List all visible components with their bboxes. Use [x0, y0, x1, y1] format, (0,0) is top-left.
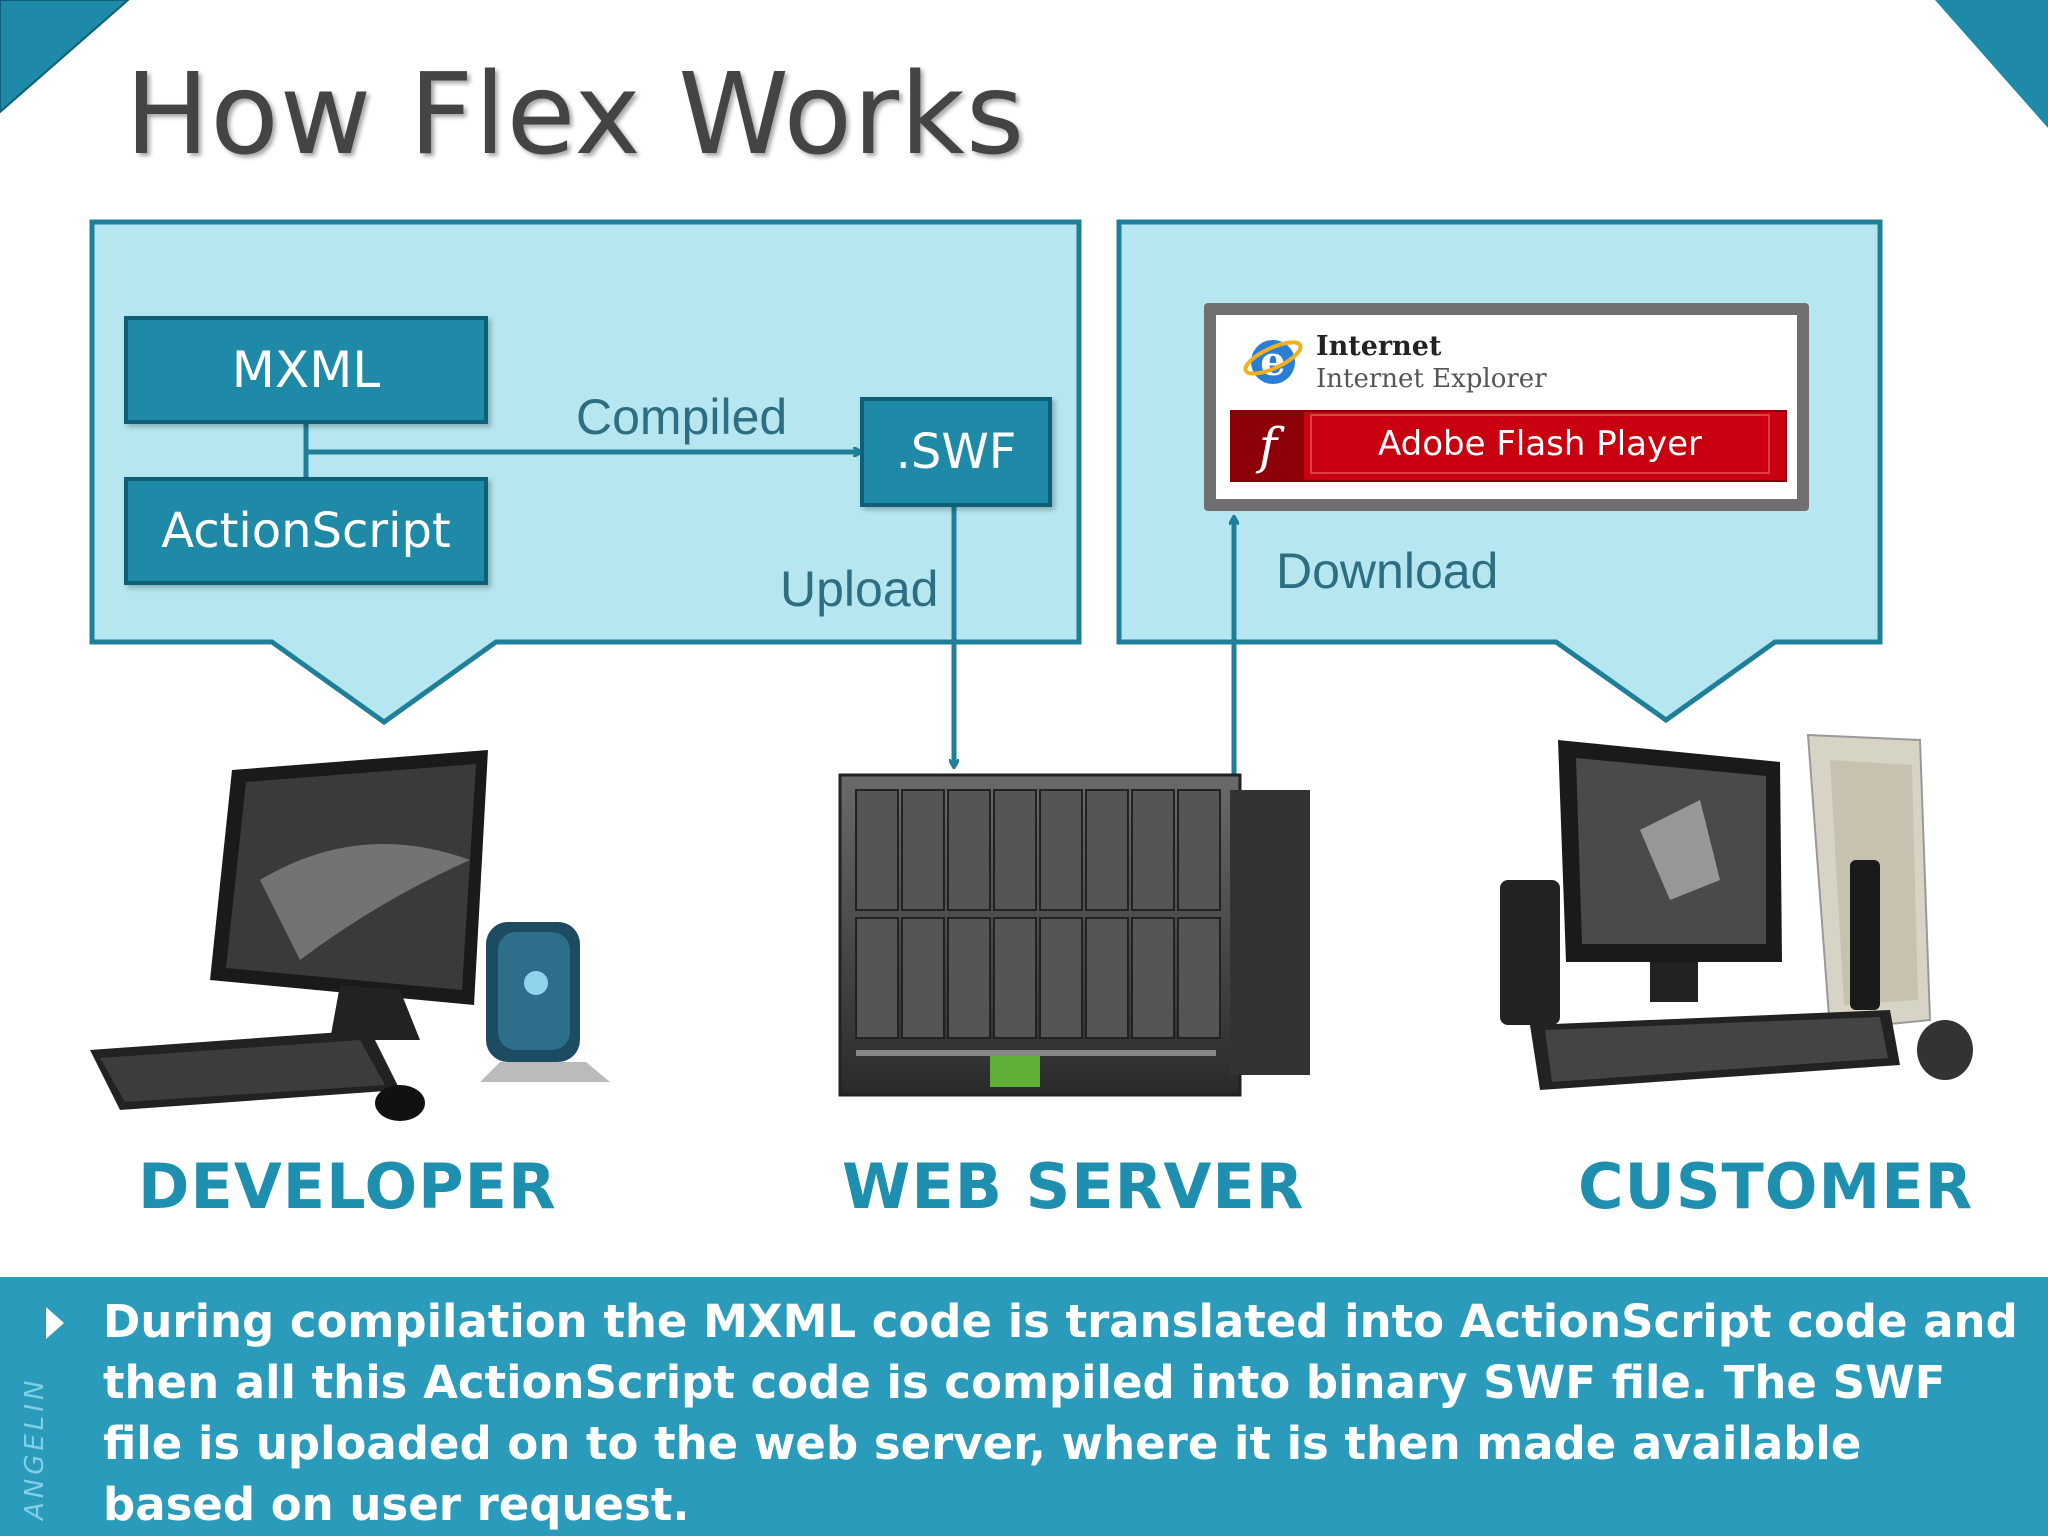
watermark-text: ANGELIN: [20, 1376, 50, 1520]
developer-caption-text: DEVELOPER: [138, 1150, 557, 1223]
flash-player-label: Adobe Flash Player: [1310, 414, 1770, 474]
blade-server-icon: [838, 773, 1310, 1097]
flow-diagram: [89, 219, 1973, 1121]
download-label: Download: [1276, 543, 1499, 599]
footer-band: During compilation the MXML code is tran…: [0, 1277, 2048, 1536]
browser-plugin-box: e Internet Internet Explorer f Adobe Fla…: [1204, 303, 1809, 511]
internet-explorer-icon: e: [1243, 338, 1303, 385]
customer-caption: CUSTOMER: [1578, 1150, 1973, 1223]
flash-player-row: f Adobe Flash Player: [1230, 410, 1787, 482]
actionscript-block-label: ActionScript: [161, 503, 451, 559]
corner-decoration-right: [1935, 0, 2048, 128]
desktop-computer-icon: [90, 750, 610, 1121]
compiled-label: Compiled: [576, 389, 788, 445]
pc-tower-icon: [1500, 733, 1973, 1090]
corner-decoration-left: [0, 0, 130, 114]
swf-block: .SWF: [860, 397, 1052, 507]
mxml-block: MXML: [124, 316, 488, 424]
customer-caption-text: CUSTOMER: [1578, 1150, 1974, 1223]
web-server-caption-text: WEB SERVER: [842, 1150, 1305, 1223]
page-title: How Flex Works: [125, 50, 1026, 180]
ie-title: Internet: [1316, 331, 1442, 362]
browser-plugin-inner: e Internet Internet Explorer f Adobe Fla…: [1216, 315, 1797, 499]
upload-label: Upload: [780, 561, 939, 617]
flash-player-icon: f: [1232, 412, 1304, 480]
web-server-caption: WEB SERVER: [842, 1150, 1304, 1223]
watermark: ANGELIN: [14, 1360, 54, 1530]
footer-description: During compilation the MXML code is tran…: [103, 1295, 2018, 1531]
developer-caption: DEVELOPER: [138, 1150, 557, 1223]
mxml-block-label: MXML: [231, 341, 381, 399]
triangle-bullet-icon: [46, 1307, 64, 1339]
actionscript-block: ActionScript: [124, 477, 488, 585]
ie-subtitle: Internet Explorer: [1316, 364, 1547, 394]
swf-block-label: .SWF: [895, 424, 1017, 480]
